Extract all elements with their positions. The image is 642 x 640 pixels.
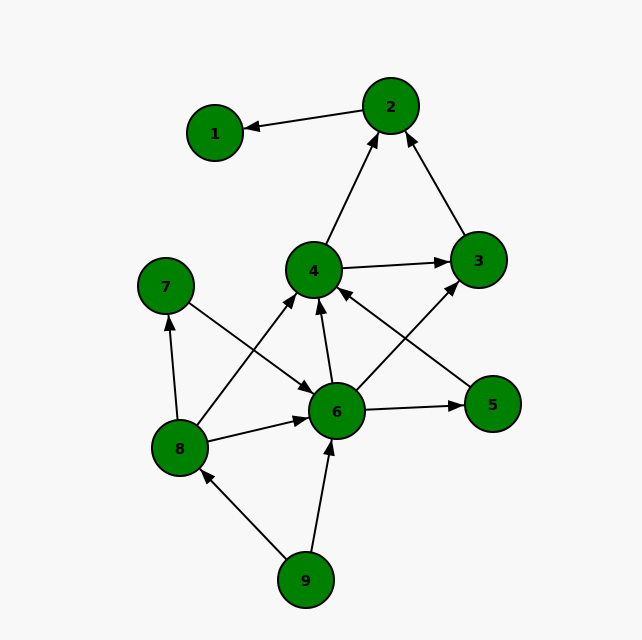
edge-8-to-6 xyxy=(207,415,310,443)
node-5: 5 xyxy=(464,375,522,433)
node-circle xyxy=(308,382,366,440)
edge-6-to-3 xyxy=(355,280,460,392)
node-circle xyxy=(285,241,343,299)
node-circle xyxy=(151,419,209,477)
edge-4-to-2 xyxy=(324,131,380,246)
edge-6-to-4 xyxy=(315,298,334,384)
edge-3-to-2 xyxy=(404,130,466,237)
node-label: 8 xyxy=(175,440,185,458)
node-3: 3 xyxy=(450,231,508,289)
node-label: 1 xyxy=(210,125,220,143)
edges-layer xyxy=(163,109,472,561)
edge-4-to-3 xyxy=(341,256,451,270)
node-label: 6 xyxy=(332,403,342,421)
edge-7-to-6 xyxy=(188,301,315,395)
node-7: 7 xyxy=(137,257,195,315)
edge-2-to-1 xyxy=(243,109,364,133)
node-label: 9 xyxy=(301,572,311,590)
node-label: 5 xyxy=(488,396,498,414)
node-circle xyxy=(362,77,420,135)
edge-5-to-4 xyxy=(336,286,472,389)
node-label: 7 xyxy=(161,278,171,296)
node-1: 1 xyxy=(186,104,244,162)
node-2: 2 xyxy=(362,77,420,135)
node-6: 6 xyxy=(308,382,366,440)
node-circle xyxy=(137,257,195,315)
edge-8-to-4 xyxy=(196,292,298,427)
nodes-layer: 1 2 3 4 5 6 7 8 9 xyxy=(137,77,522,609)
node-9: 9 xyxy=(277,551,335,609)
node-label: 2 xyxy=(386,98,396,116)
node-circle xyxy=(464,375,522,433)
node-circle xyxy=(450,231,508,289)
node-label: 4 xyxy=(309,262,319,280)
edge-8-to-7 xyxy=(163,314,179,421)
node-circle xyxy=(186,104,244,162)
node-8: 8 xyxy=(151,419,209,477)
edge-6-to-5 xyxy=(364,400,465,413)
node-circle xyxy=(277,551,335,609)
node-4: 4 xyxy=(285,241,343,299)
edge-9-to-8 xyxy=(199,468,288,561)
node-label: 3 xyxy=(474,252,484,270)
edge-9-to-6 xyxy=(310,439,335,553)
